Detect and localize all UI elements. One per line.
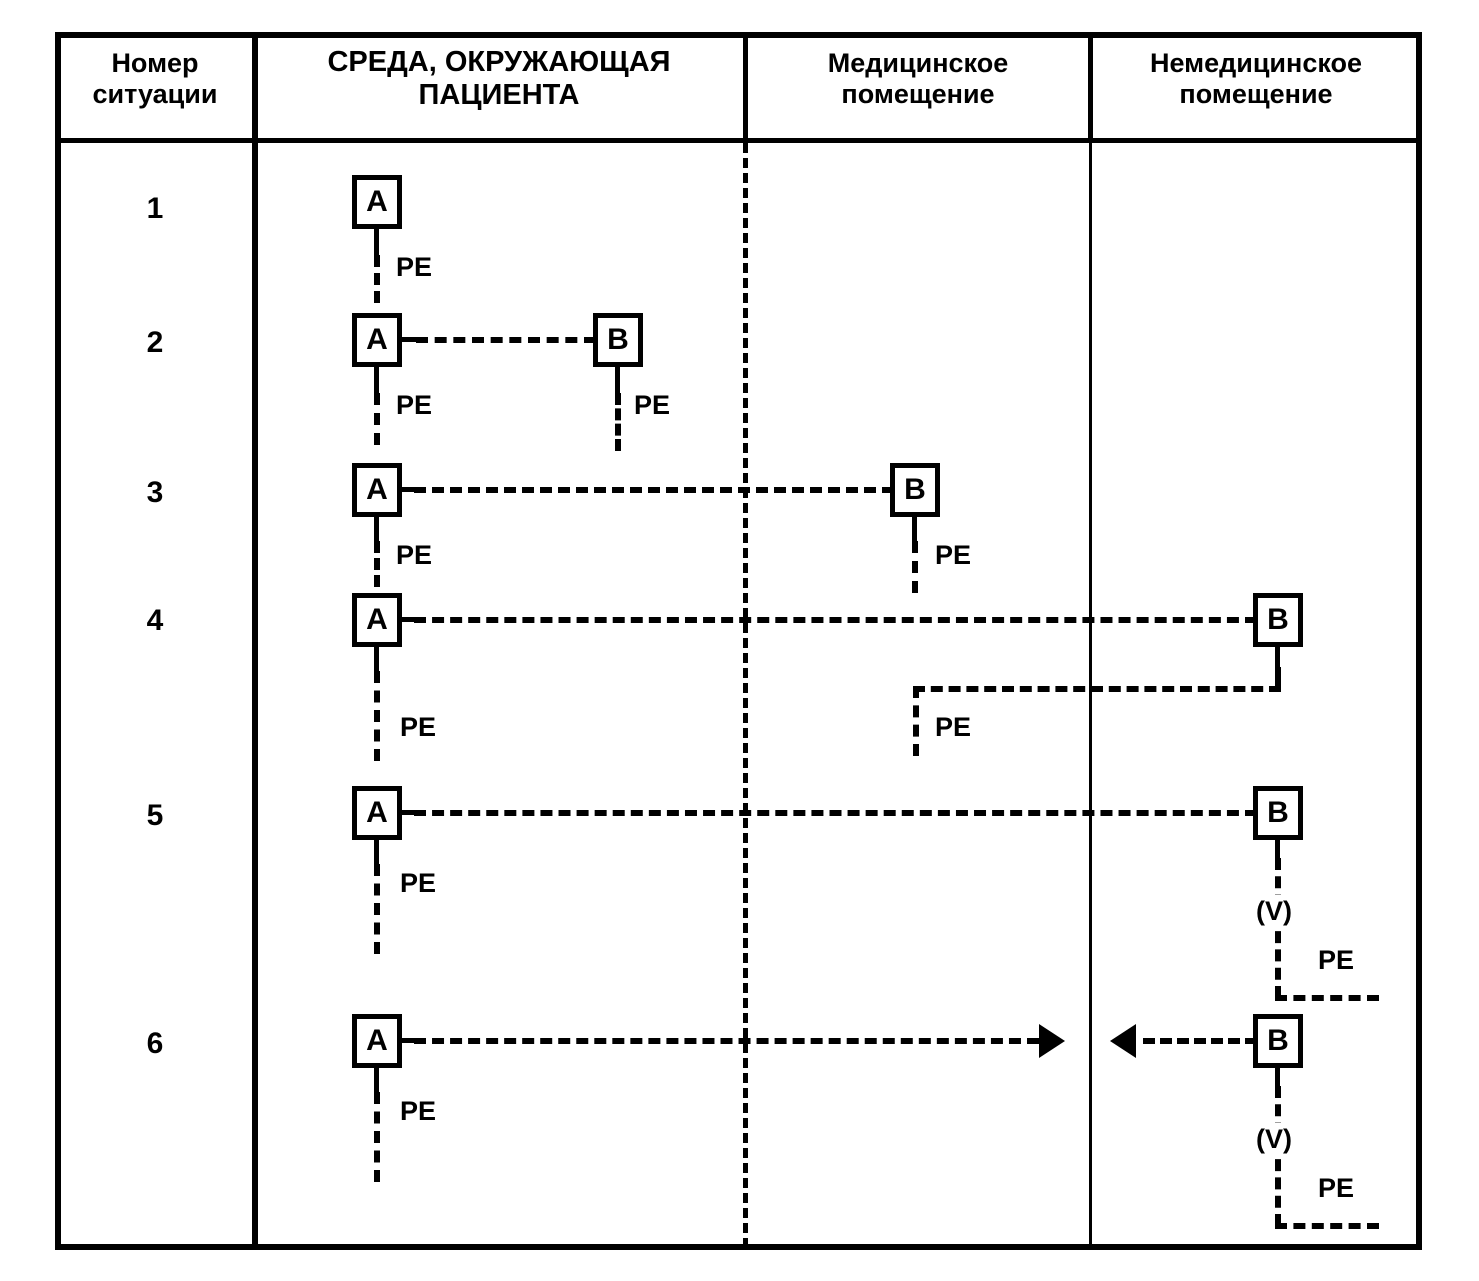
node-a-row4[interactable]: A: [352, 593, 402, 647]
pe-label-b-row2: PE: [634, 390, 671, 420]
stub-a-row2: [374, 367, 379, 395]
stub-b-row5: [1275, 840, 1280, 862]
pe-line-a-row2: [374, 393, 380, 445]
stub-a-row6: [374, 1068, 379, 1094]
stub-a-row4: [374, 647, 379, 673]
arrowhead-left-row6: [1110, 1024, 1136, 1058]
route-vertical-medical-row4: [913, 686, 919, 756]
header-non-medical-room: Немедицинское помещение: [1149, 48, 1363, 109]
row-number-5: 5: [146, 799, 164, 832]
stub-a-row3: [374, 517, 379, 543]
pe-label-a-row4: PE: [400, 712, 437, 742]
route-stub-b-row4: [1275, 647, 1280, 672]
route-vertical-b-row4: [1275, 667, 1281, 691]
node-a-row2[interactable]: A: [352, 313, 402, 367]
boundary-non-medical-room: [1089, 143, 1092, 1248]
node-b-row2[interactable]: B: [593, 313, 643, 367]
link-stub-left-row3: [400, 487, 420, 492]
pe-line-b-row5: [1275, 858, 1281, 998]
link-a-to-b-row2: [416, 337, 596, 343]
pe-bend-b-row5: [1275, 995, 1379, 1001]
pe-label-a-row3: PE: [396, 540, 433, 570]
link-stub-left-row5: [400, 810, 420, 815]
pe-label-a-row6: PE: [400, 1096, 437, 1126]
link-stub-left-row6: [400, 1038, 420, 1043]
header-patient-environment: СРЕДА, ОКРУЖАЮЩАЯ ПАЦИЕНТА: [327, 46, 671, 112]
row-number-2: 2: [146, 326, 164, 359]
header-divider-medical: [743, 32, 748, 143]
pe-line-b-row3: [912, 541, 918, 593]
node-a-row3[interactable]: A: [352, 463, 402, 517]
v-label-b-row5: (V): [1254, 895, 1294, 928]
link-a-to-b-row3: [414, 487, 894, 493]
pe-bend-b-row6: [1275, 1223, 1379, 1229]
link-stub-left-row2: [400, 337, 422, 342]
header-divider-non-medical: [1088, 32, 1093, 143]
node-b-row4[interactable]: B: [1253, 593, 1303, 647]
row-number-3: 3: [146, 476, 164, 509]
pe-line-a-row5: [374, 864, 380, 954]
pe-line-a-row3: [374, 541, 380, 587]
stub-a-row1: [374, 229, 379, 259]
boundary-medical-room: [743, 143, 748, 1248]
pe-label-route-row4: PE: [935, 712, 972, 742]
pe-label-a-row1: PE: [396, 252, 433, 282]
pe-line-b-row6: [1275, 1086, 1281, 1226]
stub-b-row6: [1275, 1068, 1280, 1090]
route-horizontal-row4: [913, 686, 1281, 692]
stub-b-row3: [912, 517, 917, 543]
node-a-row1[interactable]: A: [352, 175, 402, 229]
node-a-row5[interactable]: A: [352, 786, 402, 840]
link-a-to-b-row4: [414, 617, 1257, 623]
pe-line-a-row1: [374, 255, 380, 303]
node-b-row6[interactable]: B: [1253, 1014, 1303, 1068]
stub-b-row2: [615, 367, 620, 395]
pe-line-a-row4: [374, 671, 380, 761]
v-label-b-row6: (V): [1254, 1123, 1294, 1156]
link-a-to-b-row5: [414, 810, 1257, 816]
link-a-to-boundary-row6: [414, 1038, 1039, 1044]
node-b-row3[interactable]: B: [890, 463, 940, 517]
pe-line-b-row2: [615, 393, 621, 451]
node-b-row5[interactable]: B: [1253, 786, 1303, 840]
link-b-to-boundary-row6: [1143, 1038, 1257, 1044]
pe-label-a-row2: PE: [396, 390, 433, 420]
pe-label-b-row6: PE: [1318, 1173, 1355, 1203]
link-stub-left-row4: [400, 617, 420, 622]
row-number-1: 1: [146, 192, 164, 225]
header-separator: [55, 138, 1422, 143]
stub-a-row5: [374, 840, 379, 866]
table-outer-frame: [55, 32, 1422, 1250]
pe-label-b-row5: PE: [1318, 945, 1355, 975]
header-medical-room: Медицинское помещение: [827, 48, 1009, 109]
arrowhead-right-row6: [1039, 1024, 1065, 1058]
node-a-row6[interactable]: A: [352, 1014, 402, 1068]
pe-line-a-row6: [374, 1092, 380, 1182]
column-divider-number: [252, 32, 258, 1250]
header-situation-number: Номер ситуации: [92, 48, 218, 109]
row-number-6: 6: [146, 1027, 164, 1060]
row-number-4: 4: [146, 604, 164, 637]
pe-label-a-row5: PE: [400, 868, 437, 898]
pe-label-b-row3: PE: [935, 540, 972, 570]
